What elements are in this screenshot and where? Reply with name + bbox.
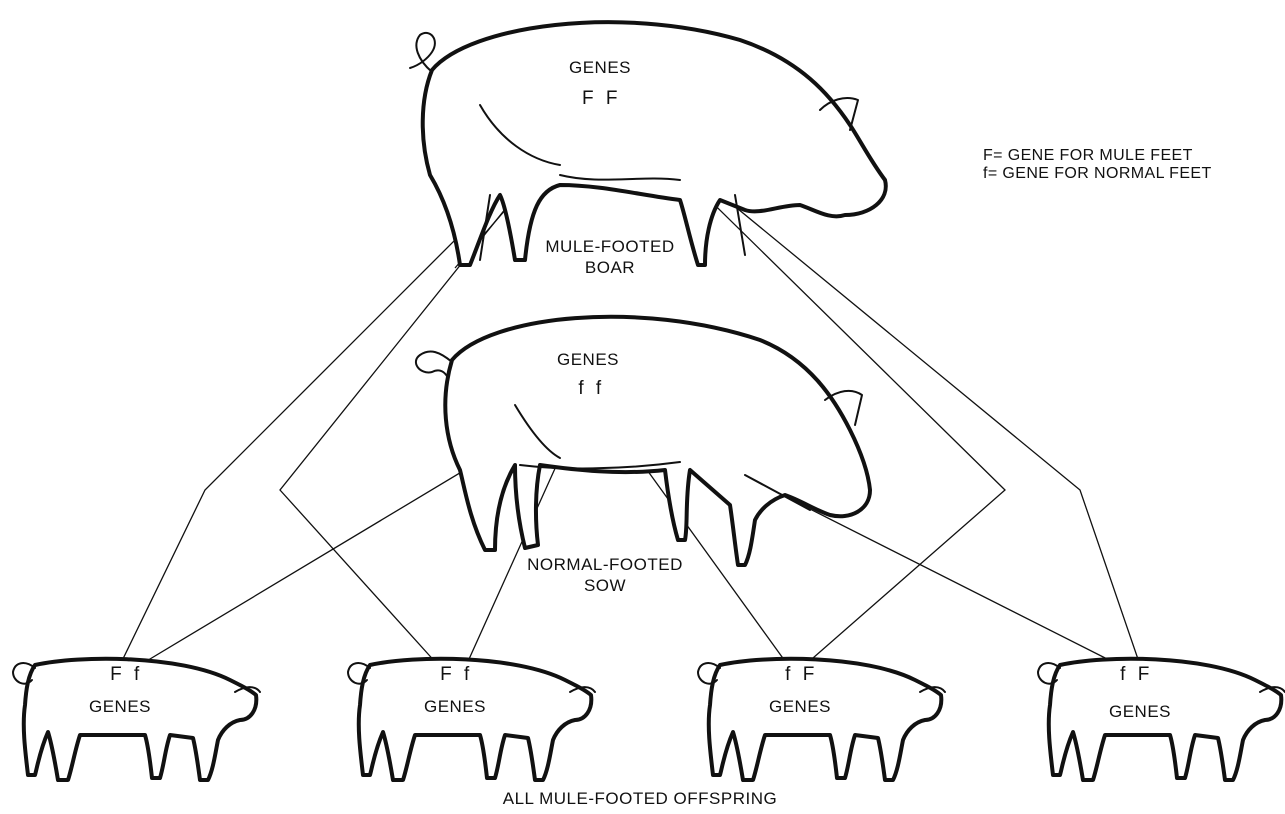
- sow-gene-pair: f f: [555, 378, 625, 400]
- gene-legend: F= GENE FOR MULE FEET f= GENE FOR NORMAL…: [983, 147, 1212, 183]
- offspring-4-genes-label: GENES: [1100, 702, 1180, 722]
- sow-genes-label: GENES: [548, 350, 628, 370]
- offspring-caption: ALL MULE-FOOTED OFFSPRING: [440, 788, 840, 809]
- boar-genes-label: GENES: [560, 58, 640, 78]
- boar-gene-pair: F F: [565, 88, 635, 110]
- offspring-3-gene-pair: f F: [770, 664, 830, 686]
- offspring-1-genes-label: GENES: [80, 697, 160, 717]
- offspring-2-genes-label: GENES: [415, 697, 495, 717]
- offspring-2-gene-pair: F f: [425, 664, 485, 686]
- boar-caption-line2: BOAR: [530, 257, 690, 278]
- sow-caption: NORMAL-FOOTED SOW: [505, 554, 705, 596]
- boar-caption: MULE-FOOTED BOAR: [530, 236, 690, 278]
- legend-line-mule: F= GENE FOR MULE FEET: [983, 147, 1212, 165]
- boar-caption-line1: MULE-FOOTED: [530, 236, 690, 257]
- offspring-4-gene-pair: f F: [1105, 664, 1165, 686]
- offspring-3-genes-label: GENES: [760, 697, 840, 717]
- legend-line-normal: f= GENE FOR NORMAL FEET: [983, 165, 1212, 183]
- offspring-1-gene-pair: F f: [95, 664, 155, 686]
- sow-caption-line1: NORMAL-FOOTED: [505, 554, 705, 575]
- sow-caption-line2: SOW: [505, 575, 705, 596]
